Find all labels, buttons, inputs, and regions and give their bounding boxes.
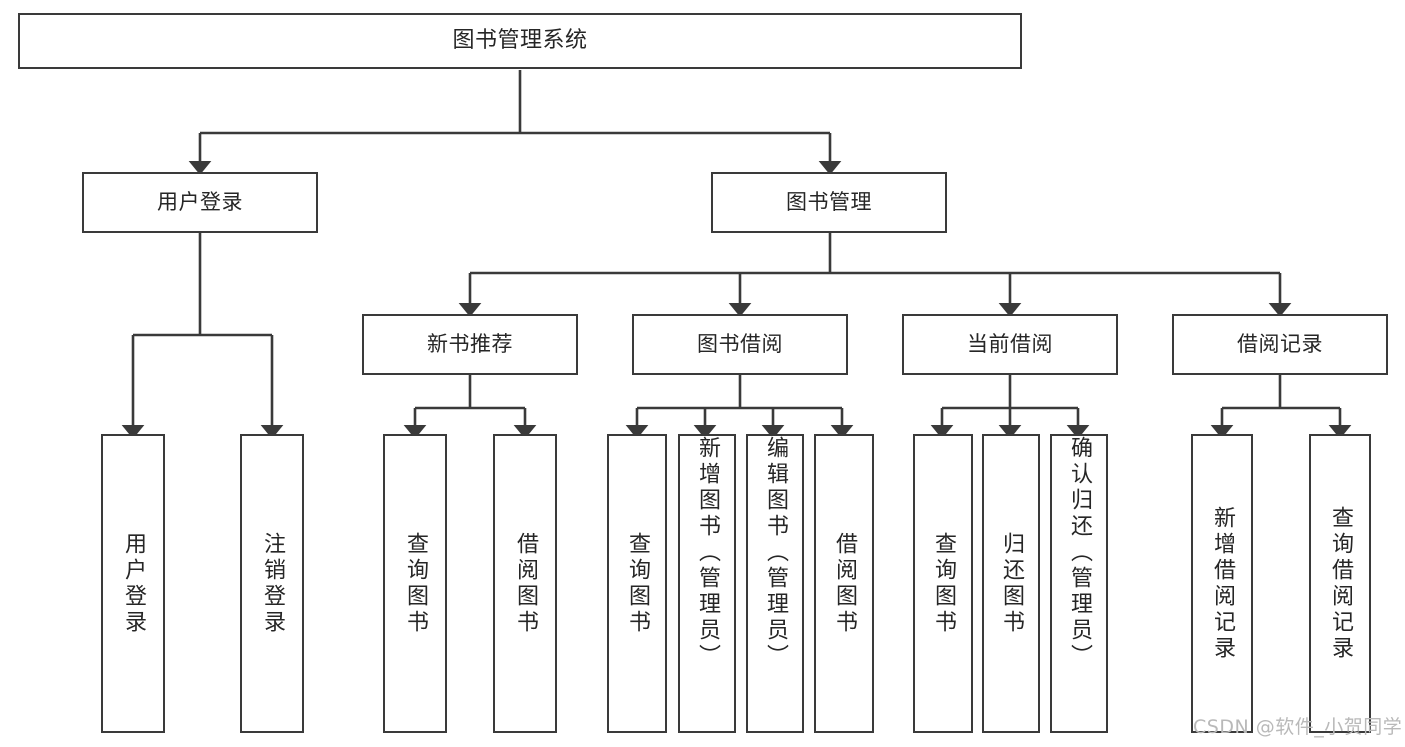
csdn-watermark: CSDN @软件_小贺同学 xyxy=(1193,716,1403,738)
leaf-borrow-book[interactable]: 借阅图书 xyxy=(814,434,874,733)
leaf-return-book[interactable]: 归还图书 xyxy=(982,434,1040,733)
leaf-add-borrow-record[interactable]: 新增借阅记录 xyxy=(1191,434,1253,733)
node-label: 借阅图书 xyxy=(832,531,857,636)
node-current-borrow[interactable]: 当前借阅 xyxy=(902,314,1118,375)
node-label: 查询图书 xyxy=(625,531,650,636)
node-label: 图书管理 xyxy=(786,189,872,214)
node-label: 图书管理系统 xyxy=(452,27,588,53)
node-new-book-recommend[interactable]: 新书推荐 xyxy=(362,314,578,375)
node-label: 新增图书（管理员） xyxy=(695,436,720,670)
node-root-book-management-system[interactable]: 图书管理系统 xyxy=(18,13,1022,69)
node-label: 查询借阅记录 xyxy=(1328,505,1353,662)
node-label: 新书推荐 xyxy=(427,331,513,356)
leaf-current-search-book[interactable]: 查询图书 xyxy=(913,434,973,733)
leaf-user-login[interactable]: 用户登录 xyxy=(101,434,165,733)
node-label: 当前借阅 xyxy=(967,331,1053,356)
leaf-add-book-admin[interactable]: 新增图书（管理员） xyxy=(678,434,736,733)
node-borrow-record[interactable]: 借阅记录 xyxy=(1172,314,1388,375)
leaf-search-borrow-record[interactable]: 查询借阅记录 xyxy=(1309,434,1371,733)
node-label: 归还图书 xyxy=(999,531,1024,636)
node-label: 图书借阅 xyxy=(697,331,783,356)
node-label: 用户登录 xyxy=(157,189,243,214)
leaf-borrow-search-book[interactable]: 查询图书 xyxy=(607,434,667,733)
leaf-new-book-borrow[interactable]: 借阅图书 xyxy=(493,434,557,733)
node-label: 编辑图书（管理员） xyxy=(763,436,788,670)
node-label: 查询图书 xyxy=(931,531,956,636)
node-label: 借阅记录 xyxy=(1237,331,1323,356)
node-user-login[interactable]: 用户登录 xyxy=(82,172,318,233)
node-label: 新增借阅记录 xyxy=(1210,505,1235,662)
node-label: 确认归还（管理员） xyxy=(1067,436,1092,670)
node-book-borrow[interactable]: 图书借阅 xyxy=(632,314,848,375)
node-label: 用户登录 xyxy=(121,531,146,636)
node-book-management[interactable]: 图书管理 xyxy=(711,172,947,233)
leaf-confirm-return-admin[interactable]: 确认归还（管理员） xyxy=(1050,434,1108,733)
node-label: 注销登录 xyxy=(260,531,285,636)
node-label: 查询图书 xyxy=(403,531,428,636)
leaf-edit-book-admin[interactable]: 编辑图书（管理员） xyxy=(746,434,804,733)
node-label: 借阅图书 xyxy=(513,531,538,636)
leaf-new-book-search[interactable]: 查询图书 xyxy=(383,434,447,733)
leaf-logout[interactable]: 注销登录 xyxy=(240,434,304,733)
